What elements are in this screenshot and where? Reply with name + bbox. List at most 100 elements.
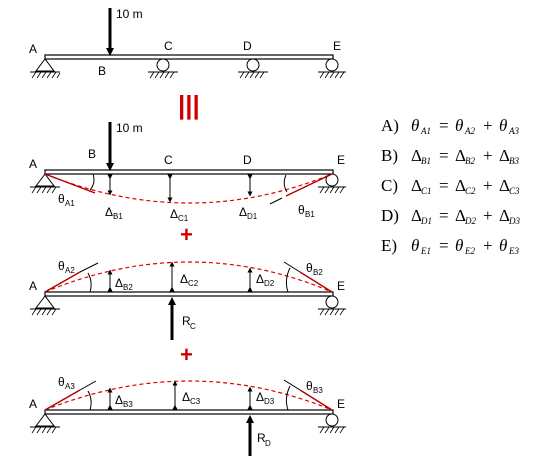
svg-text:B3: B3 [313, 386, 323, 395]
plus-sign-2: + [180, 342, 193, 367]
original-beam-diagram: 10 m A B C D E [29, 7, 346, 79]
svg-text:C3: C3 [190, 397, 201, 406]
svg-text:R: R [257, 431, 266, 445]
svg-text:θ: θ [58, 192, 65, 206]
beam-4 [44, 409, 334, 415]
roller-support-e [318, 295, 346, 316]
load-label: 10 m [116, 121, 143, 135]
equation-lhs-subscript: D1 [420, 216, 432, 226]
svg-text:B2: B2 [123, 283, 133, 292]
svg-text:R: R [182, 314, 191, 328]
equation-term2-subscript: B3 [509, 156, 519, 166]
roller-support-e [318, 413, 346, 434]
svg-text:Δ: Δ [239, 205, 247, 219]
equation-lhs-symbol: θ [411, 116, 419, 135]
label-d: D [243, 153, 252, 167]
pin-support-a [30, 58, 61, 79]
svg-text:B1: B1 [305, 210, 315, 219]
equation-term1-symbol: θ [455, 236, 463, 255]
svg-text:θ: θ [58, 375, 65, 389]
roller-support-d [238, 58, 268, 79]
label-c: C [164, 153, 173, 167]
equation-term1-symbol: Δ [455, 206, 466, 225]
equation-term2-symbol: θ [499, 236, 507, 255]
svg-text:Δ: Δ [170, 207, 178, 221]
equation-letter: D) [381, 206, 399, 225]
svg-text:Δ: Δ [115, 276, 123, 290]
equation-letter: A) [381, 116, 399, 135]
label-e: E [333, 39, 341, 53]
equation-plus: + [483, 206, 493, 225]
equation-term2-subscript: C3 [509, 186, 520, 196]
equation-term2-symbol: θ [499, 116, 507, 135]
svg-text:B3: B3 [123, 400, 133, 409]
equation-term2-symbol: Δ [499, 176, 510, 195]
equation-equals: = [439, 116, 449, 135]
label-a: A [29, 42, 37, 56]
pin-support-a [30, 295, 60, 316]
svg-text:C1: C1 [178, 214, 189, 223]
label-e: E [337, 397, 345, 411]
svg-text:Δ: Δ [105, 205, 113, 219]
label-e: E [337, 153, 345, 167]
equation-term2-subscript: E3 [508, 246, 519, 256]
equation-lhs-subscript: E1 [420, 246, 431, 256]
beam-3 [44, 291, 334, 297]
svg-text:A3: A3 [65, 382, 75, 391]
beam-2 [44, 169, 334, 175]
equation-plus: + [483, 116, 493, 135]
equation-equals: = [439, 176, 449, 195]
svg-text:Δ: Δ [115, 393, 123, 407]
tangent-e [299, 389, 333, 411]
equation-lhs-symbol: Δ [411, 176, 422, 195]
equation-equals: = [439, 236, 449, 255]
equation-letter: E) [381, 236, 397, 255]
label-b: B [98, 64, 106, 78]
svg-text:D: D [265, 439, 271, 448]
equation-plus: + [483, 176, 493, 195]
plus-sign-1: + [180, 222, 193, 247]
tangent-e [285, 173, 333, 197]
equation-term1-symbol: Δ [455, 146, 466, 165]
equation-term1-symbol: θ [455, 116, 463, 135]
deflected-shape [44, 261, 333, 293]
svg-text:Δ: Δ [182, 390, 190, 404]
load-label: 10 m [116, 7, 143, 21]
equation-term1-symbol: Δ [455, 176, 466, 195]
equation-term1-subscript: D2 [464, 216, 476, 226]
equation-term2-subscript: A3 [508, 126, 519, 136]
label-e: E [337, 279, 345, 293]
label-c: C [164, 39, 173, 53]
svg-text:A2: A2 [65, 266, 75, 275]
roller-support-e [318, 58, 346, 79]
tangent-e [299, 271, 333, 293]
equation-letter: C) [381, 176, 398, 195]
svg-text:θ: θ [306, 261, 313, 275]
equation-equals: = [439, 206, 449, 225]
equation-lhs-symbol: Δ [411, 206, 422, 225]
equation-term1-subscript: A2 [464, 126, 475, 136]
svg-text:θ: θ [58, 259, 65, 273]
pin-support-a [30, 413, 60, 434]
equation-lhs-subscript: B1 [421, 156, 431, 166]
equation-equals: = [439, 146, 449, 165]
equation-lhs-symbol: Δ [411, 146, 422, 165]
label-b: B [88, 147, 96, 161]
equation-plus: + [483, 146, 493, 165]
svg-text:B2: B2 [313, 268, 323, 277]
roller-support-c [148, 58, 178, 79]
equation-plus: + [483, 236, 493, 255]
